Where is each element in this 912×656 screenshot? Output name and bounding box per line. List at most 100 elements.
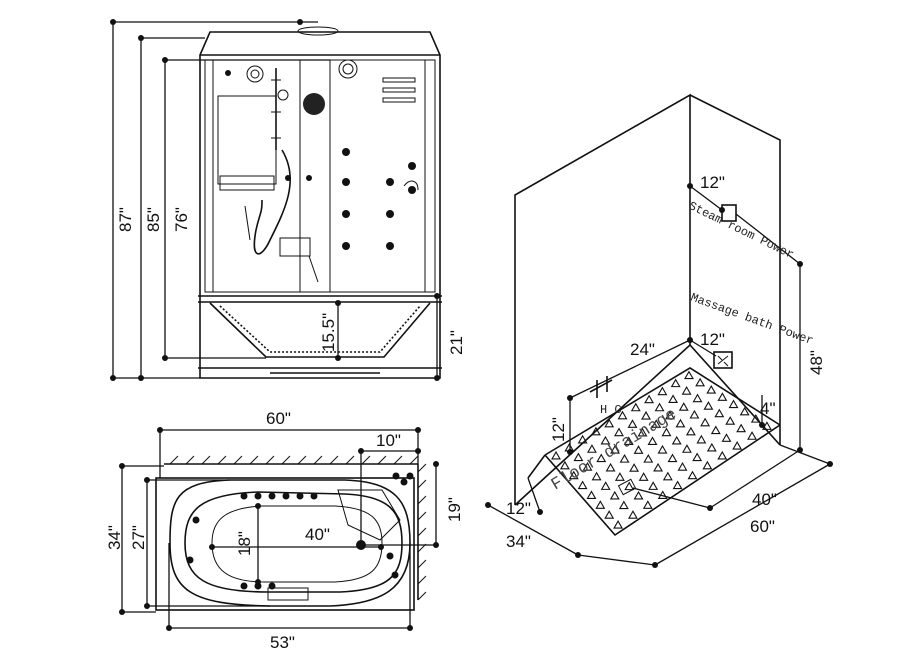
dim-label-40-room: 40" [752, 490, 777, 509]
floor-triangle-icon [695, 377, 706, 387]
seat-icon [279, 237, 311, 257]
body-jet-icon [408, 162, 416, 170]
floor-triangle-icon [633, 445, 644, 454]
dim-label-76: 76" [172, 207, 191, 232]
floor-drain-icon [617, 478, 637, 496]
tub-jet-icon [392, 472, 400, 480]
dim-ext-40 [632, 487, 711, 509]
dim-label-34-room: 34" [506, 532, 531, 551]
dim-node [433, 542, 439, 548]
floor-pan-back [544, 367, 781, 456]
floor-triangle-icon [559, 460, 570, 470]
dim-label-21: 21" [447, 330, 466, 355]
tub-outer [155, 477, 415, 611]
dim-node [166, 625, 172, 631]
hose-rod [244, 205, 251, 241]
tub-jet-icon [296, 492, 304, 500]
dim-node [162, 355, 168, 361]
tub-jet-icon [310, 492, 318, 500]
dim-label-87: 87" [116, 207, 135, 232]
floor-triangle-icon [687, 470, 698, 480]
dim-line-60-room [654, 463, 831, 566]
floor-triangle-icon [604, 418, 615, 428]
floor-triangle-icon [739, 406, 750, 416]
floor-triangle-icon [610, 444, 620, 454]
dim-node [119, 609, 125, 615]
dim-label-60: 60" [266, 409, 291, 428]
floor-triangle-icon [736, 423, 747, 433]
floor-triangle-icon [642, 500, 653, 509]
dim-node [110, 19, 116, 25]
dim-label-12-mid: 12" [700, 330, 725, 349]
floor-triangle-icon [595, 500, 606, 509]
body-jet-icon [408, 186, 416, 194]
floor-triangle-icon [717, 450, 728, 460]
floor-triangle-icon [614, 427, 624, 437]
dim-label-15-5: 15.5" [319, 313, 338, 352]
floor-triangle-icon [551, 450, 561, 460]
back-wall-hatch [169, 455, 419, 465]
room-installation-view: 12" Steam room Power Massage bath Power … [485, 93, 833, 568]
floor-triangle-icon [628, 510, 638, 519]
floor-triangle-icon [590, 426, 601, 436]
dim-node [415, 427, 421, 433]
body-jet-icon [342, 210, 350, 218]
dim-node [157, 427, 163, 433]
control-slot-1 [382, 77, 416, 83]
floor-triangle-icon [627, 419, 638, 428]
dim-label-34: 34" [105, 525, 124, 550]
dim-node [110, 375, 116, 381]
dim-node [255, 579, 261, 585]
floor-triangle-icon [761, 421, 772, 430]
floor-pan-left [527, 454, 546, 479]
floor-triangle-icon [728, 399, 739, 409]
dim-node [537, 509, 543, 515]
floor-triangle-icon [600, 435, 611, 445]
floor-triangle-icon [647, 436, 658, 446]
floor-triangle-icon [692, 393, 703, 403]
floor-triangle-icon [657, 386, 668, 396]
floor-triangle-icon [677, 462, 688, 471]
dim-node [255, 503, 261, 509]
dim-label-60-room: 60" [750, 517, 775, 536]
bar-brackets [271, 79, 281, 139]
tub-basin [209, 302, 431, 358]
floor-triangle-icon [661, 427, 672, 437]
floor-triangle-icon [633, 490, 644, 500]
dim-node [138, 375, 144, 381]
floor-triangle-icon [706, 442, 717, 452]
dim-node [144, 477, 150, 483]
floor-triangle-icon [750, 414, 761, 423]
floor-triangle-icon [617, 410, 628, 420]
dim-node [335, 355, 341, 361]
tub-jet-icon [186, 556, 194, 564]
tub-jet-icon [406, 472, 414, 480]
floor-triangle-icon [721, 433, 732, 442]
body-jet-icon [386, 210, 394, 218]
floor-triangle-icon [667, 453, 678, 463]
floor-triangle-icon [662, 471, 673, 481]
dim-node [719, 207, 725, 213]
dim-line-12-mid [689, 339, 717, 357]
tub-pillow [337, 489, 401, 541]
floor-triangle-icon [619, 454, 630, 463]
floor-triangle-icon [710, 425, 721, 435]
floor-back-edges [514, 343, 781, 506]
floor-triangle-icon [700, 417, 711, 427]
light-left [246, 65, 264, 83]
dim-node [209, 544, 215, 550]
floor-triangle-icon [702, 460, 713, 470]
tub-floor-top [211, 505, 383, 583]
dim-label-85: 85" [144, 207, 163, 232]
floor-triangle-icon [613, 519, 624, 529]
dim-label-12-top: 12" [700, 173, 725, 192]
roof-vent [297, 26, 339, 36]
right-wall [689, 94, 781, 445]
dim-node [119, 463, 125, 469]
dim-node [687, 183, 693, 189]
floor-triangle-icon [638, 472, 649, 481]
dim-line-34-room [487, 504, 579, 556]
floor-triangle-icon [596, 453, 607, 463]
dim-ext-34-room [577, 554, 656, 566]
